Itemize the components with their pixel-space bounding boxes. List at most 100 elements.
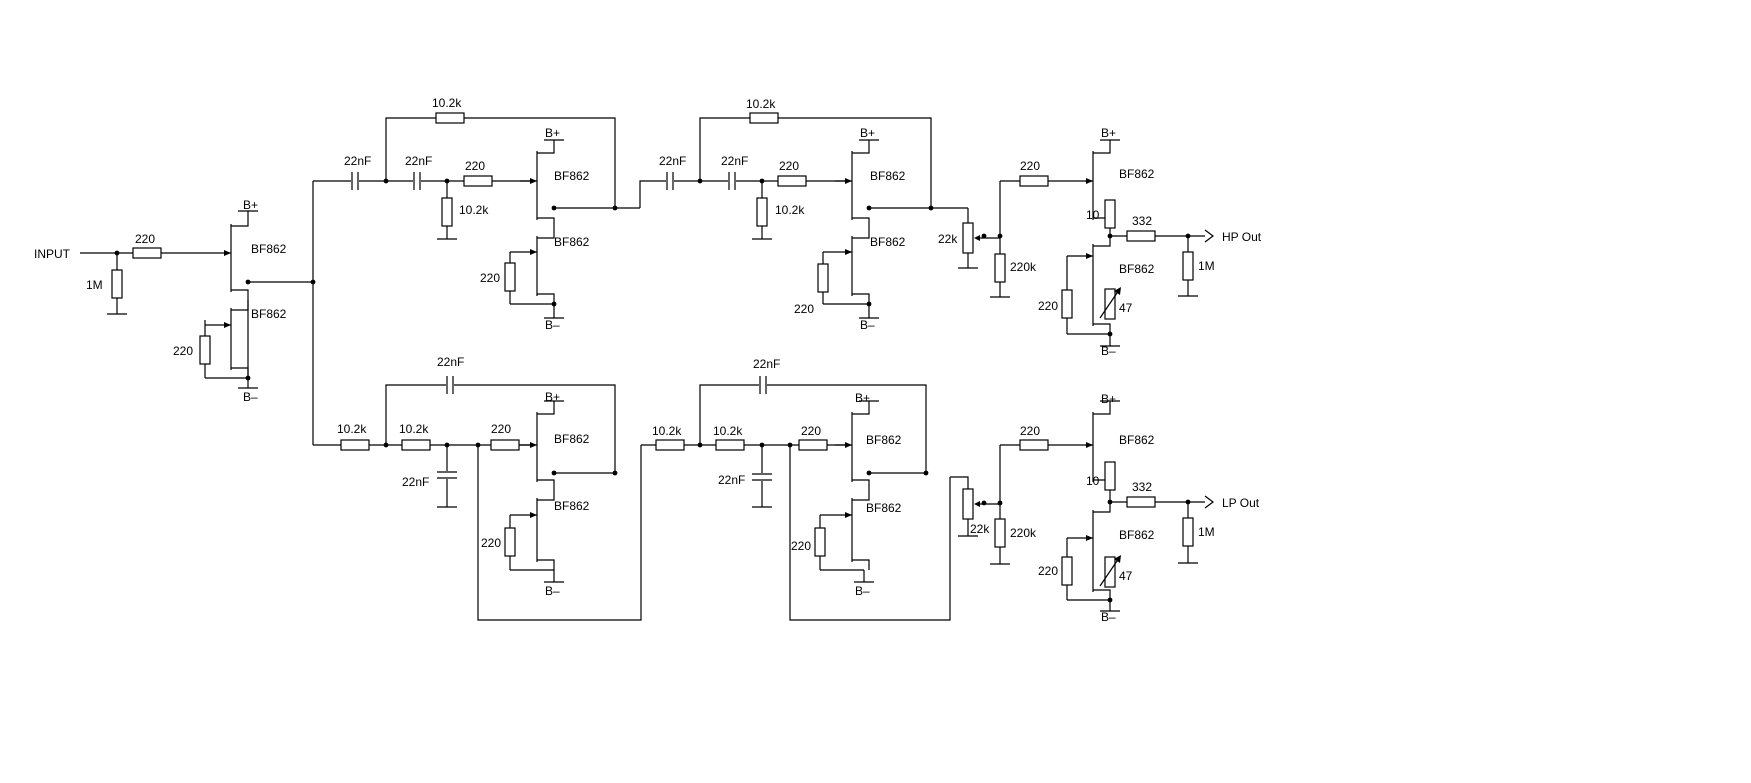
jfet-gate-arrow [1086, 178, 1093, 184]
capacitor [666, 171, 674, 191]
junction-dot [310, 279, 316, 285]
r-drain-label: 10 [1086, 208, 1100, 222]
lp-out-label: LP Out [1222, 496, 1260, 510]
junction-dot [1185, 499, 1191, 505]
jfet-drain [537, 404, 555, 415]
capacitor [751, 473, 773, 481]
jfet-drain [231, 216, 249, 227]
resistor [1019, 439, 1049, 451]
r-feedback-label: 10.2k [432, 96, 462, 110]
resistor [994, 518, 1006, 548]
junction-dot [1107, 499, 1113, 505]
jfet-drain [1093, 143, 1111, 154]
r-input-label: 10.2k [652, 424, 682, 438]
resistor [111, 269, 123, 299]
r-drain-label: 10 [1086, 474, 1100, 488]
wire [477, 445, 642, 621]
wire [789, 445, 951, 621]
jfet-drain [1093, 404, 1111, 415]
b-minus-label: B– [855, 584, 870, 598]
r-output-shunt-label: 1M [1198, 525, 1215, 539]
r-gate-label: 220 [1020, 159, 1040, 173]
b-minus-label: B– [860, 318, 875, 332]
cap-label: 22nF [721, 154, 748, 168]
junction-dot [759, 442, 765, 448]
potentiometer [962, 488, 974, 520]
b-minus-label: B– [1101, 610, 1116, 624]
resistor [463, 175, 493, 187]
r-input-label: 10.2k [337, 422, 367, 436]
jfet-drain [537, 490, 555, 501]
resistor [756, 197, 768, 227]
jfet-label: BF862 [1119, 433, 1155, 447]
jfet-bf862 [510, 490, 555, 570]
resistor [490, 439, 520, 451]
capacitor [413, 171, 421, 191]
capacitor-gap [436, 471, 458, 479]
r-source-label: 220 [480, 271, 500, 285]
jfet-label: BF862 [554, 235, 590, 249]
junction-dot [1107, 233, 1113, 239]
wires [80, 117, 1205, 621]
junction-dot [383, 442, 389, 448]
junction-dot [444, 442, 450, 448]
capacitor-gap [446, 375, 454, 395]
r-shunt-label: 220k [1010, 260, 1037, 274]
r-output-label: 332 [1132, 214, 1152, 228]
junction-dot [551, 301, 557, 307]
b-minus-label: B– [545, 318, 560, 332]
jfet-source [537, 479, 555, 490]
jfet-source [231, 289, 249, 300]
jfet-source [537, 217, 555, 228]
junction-dot [114, 250, 120, 256]
resistor [340, 439, 370, 451]
jfet-bf862 [835, 404, 870, 490]
jfet-drain [1093, 502, 1111, 513]
jfet-gate-arrow [845, 442, 852, 448]
jfet-source [852, 217, 870, 228]
r-input-shunt-label: 1M [86, 278, 103, 292]
jfet-label: BF862 [870, 169, 906, 183]
trimmer-arrow-head [1114, 555, 1121, 563]
resistor [504, 527, 516, 557]
jfet-bf862 [520, 143, 555, 228]
resistor [1126, 230, 1156, 242]
junction-dot [383, 178, 389, 184]
jfet-source [537, 559, 555, 570]
junction-dot [1107, 597, 1113, 603]
jfet-gate-arrow [530, 512, 537, 518]
capacitor [436, 471, 458, 479]
input-label: INPUT [34, 247, 71, 261]
trimmer-arrow [1099, 557, 1120, 587]
output-arrow [1204, 495, 1214, 509]
resistor [715, 439, 745, 451]
junction-dots [114, 178, 1191, 603]
junction-dot [551, 205, 557, 211]
resistor [1126, 496, 1156, 508]
resistor [798, 439, 828, 451]
junction-dot [866, 301, 872, 307]
jfet-gate-arrow [845, 249, 852, 255]
r-feedback-label: 10.2k [746, 97, 776, 111]
capacitor-gap [666, 171, 674, 191]
hp-out-label: HP Out [1222, 230, 1262, 244]
capacitor-gap [751, 473, 773, 481]
r-series-label: 10.2k [713, 424, 743, 438]
jfet-drain [852, 143, 870, 154]
jfet-drain [537, 143, 555, 154]
b-minus-label: B– [243, 390, 258, 404]
trimmer-label: 47 [1119, 301, 1133, 315]
jfet-gate-arrow [530, 442, 537, 448]
resistor [817, 263, 829, 293]
b-plus-label: B+ [855, 391, 870, 405]
jfet-source [852, 559, 870, 570]
b-plus-label: B+ [243, 198, 258, 212]
resistor [504, 262, 516, 292]
wire [699, 117, 932, 208]
r-source-label: 220 [791, 539, 811, 553]
junction-dot [759, 178, 765, 184]
jfet-gate-arrow [1086, 535, 1093, 541]
resistor [401, 439, 431, 451]
r-source-label: 220 [794, 302, 814, 316]
r-output-label: 332 [1132, 480, 1152, 494]
